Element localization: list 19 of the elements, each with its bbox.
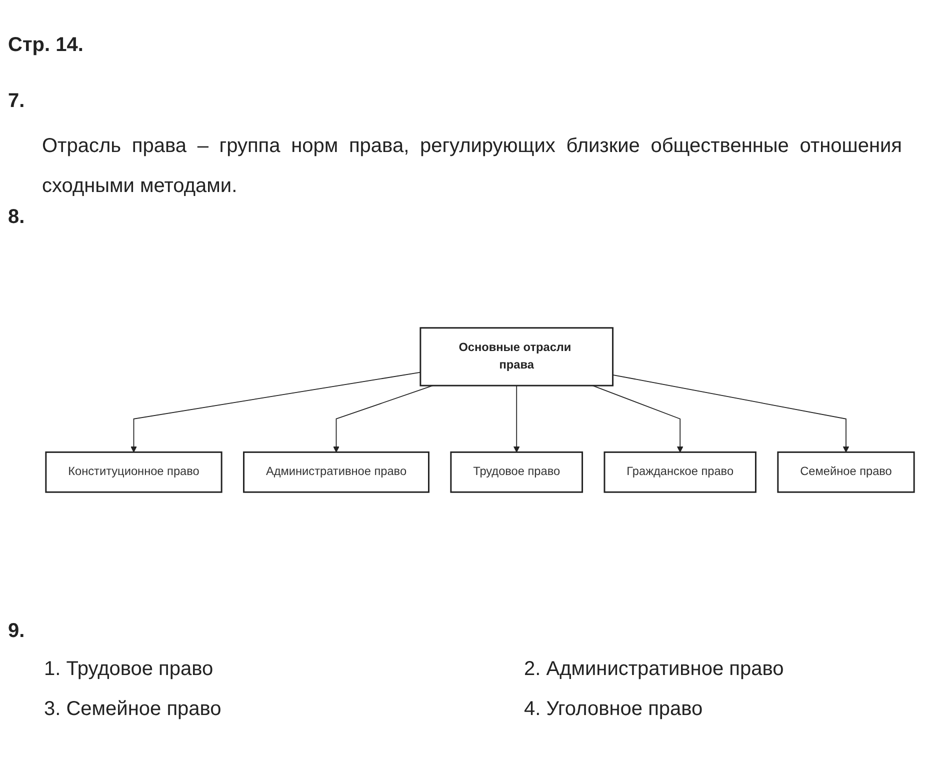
- node-box: Семейное право: [777, 451, 915, 493]
- node-box: Трудовое право: [450, 451, 584, 493]
- definition-text: Отрасль права – группа норм права, регулирующих близкие общественные отношения сходными методами.: [42, 134, 902, 199]
- section-number: 8.: [8, 206, 25, 229]
- node-box: Основные отрасли права: [420, 327, 614, 386]
- arrow: [612, 374, 850, 452]
- section-number: 9.: [8, 620, 25, 643]
- answer-item: 4. Уголовное право: [524, 698, 703, 721]
- node-box: Гражданское право: [604, 451, 756, 493]
- answer-item: 2. Административное право: [524, 658, 784, 681]
- section-number: 7.: [8, 90, 25, 113]
- answer-item: 1. Трудовое право: [44, 658, 214, 681]
- node-box: Административное право: [243, 451, 430, 493]
- node-box: Конституционное право: [45, 451, 222, 493]
- answer-item: 3. Семейное право: [44, 698, 222, 721]
- arrow: [130, 372, 421, 452]
- arrow: [513, 385, 520, 452]
- section-number: Стр. 14.: [8, 34, 84, 57]
- arrow: [592, 385, 684, 452]
